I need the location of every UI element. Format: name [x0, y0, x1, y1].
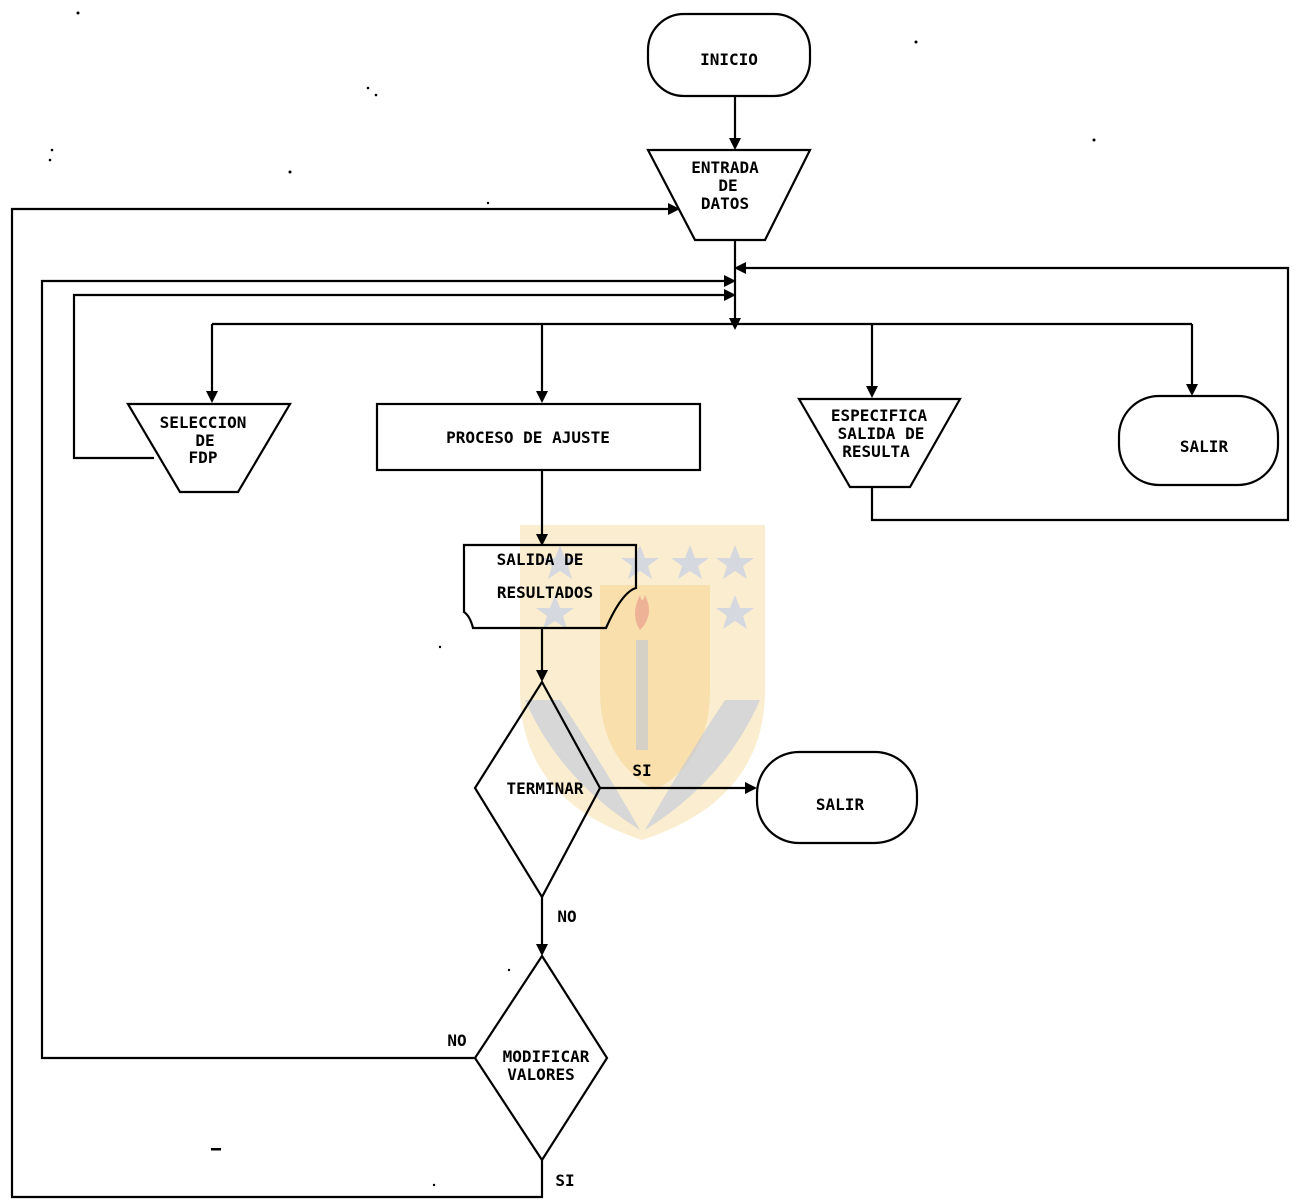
seleccion-label-line3: FDP: [189, 448, 218, 467]
edge-label-modificar-no: NO: [447, 1031, 466, 1050]
input-node-entrada-de-datos: ENTRADA DE DATOS: [648, 150, 810, 240]
salida-resultados-line2: RESULTADOS: [497, 583, 593, 602]
terminar-label: TERMINAR: [506, 779, 583, 798]
end-node-salir-bottom: SALIR: [757, 752, 917, 843]
especifica-label-line2: SALIDA DE: [838, 424, 925, 443]
manual-node-especifica-salida: ESPECIFICA SALIDA DE RESULTA: [799, 399, 960, 487]
salir-top-label: SALIR: [1180, 437, 1229, 456]
modificar-label-line2: VALORES: [507, 1065, 574, 1084]
entrada-label-line2: DE: [718, 176, 737, 195]
entrada-label-line3: DATOS: [701, 194, 749, 213]
edge-label-terminar-no: NO: [557, 907, 576, 926]
modificar-label-line1: MODIFICAR: [503, 1047, 590, 1066]
proceso-label: PROCESO DE AJUSTE: [446, 428, 610, 447]
inicio-label: INICIO: [700, 50, 758, 69]
entrada-label-line1: ENTRADA: [691, 158, 759, 177]
especifica-label-line3: RESULTA: [842, 442, 910, 461]
process-node-proceso-de-ajuste: PROCESO DE AJUSTE: [377, 404, 700, 470]
manual-node-seleccion-fdp: SELECCION DE FDP: [128, 404, 290, 492]
edge-label-modificar-si: SI: [555, 1171, 574, 1190]
edge-label-terminar-si: SI: [632, 761, 651, 780]
start-node-inicio: INICIO: [648, 14, 810, 96]
seleccion-label-line1: SELECCION: [160, 413, 247, 432]
salida-resultados-line1: SALIDA DE: [497, 550, 584, 569]
end-node-salir-top: SALIR: [1119, 396, 1278, 485]
especifica-label-line1: ESPECIFICA: [831, 406, 928, 425]
salir-bottom-label: SALIR: [816, 795, 865, 814]
decision-node-modificar-valores: MODIFICAR VALORES: [475, 956, 607, 1160]
